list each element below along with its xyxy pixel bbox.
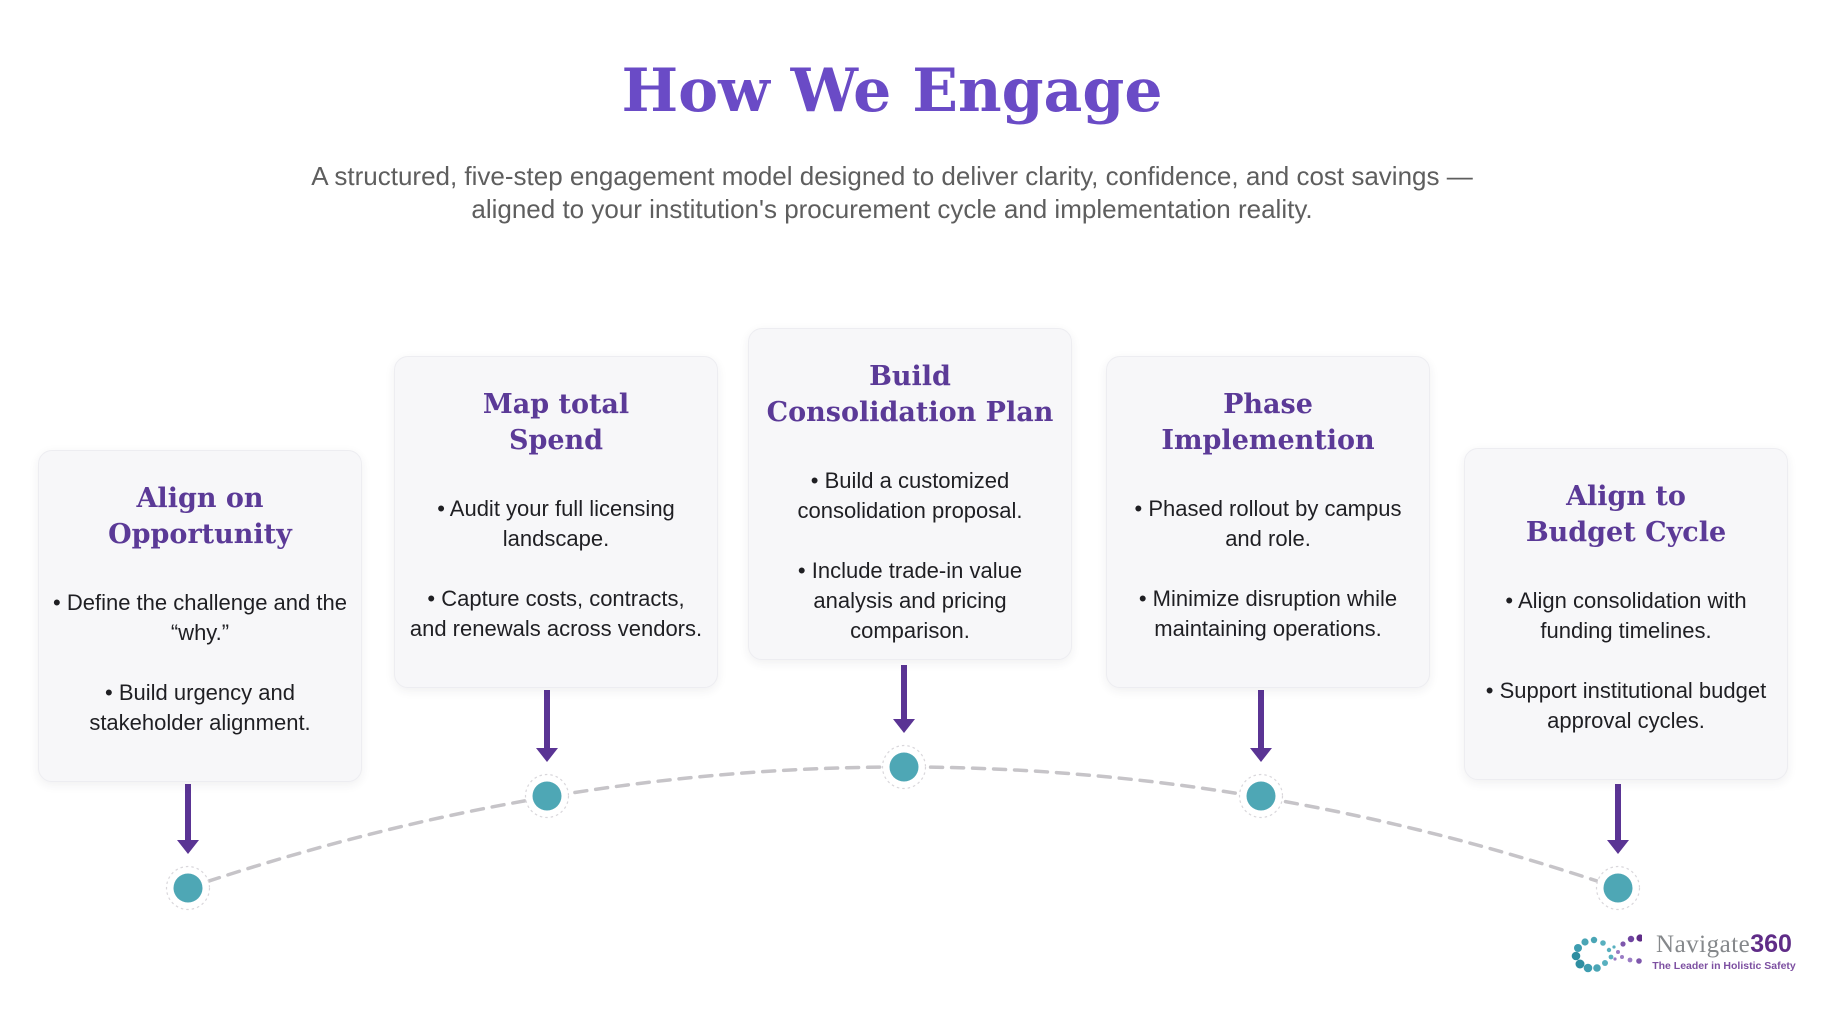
step-card-map-total-spend: Map total Spend • Audit your full licens… [394, 356, 718, 688]
step-bullet: • Align consolidation with funding timel… [1505, 588, 1747, 644]
timeline-node [1595, 865, 1641, 911]
step-bullet: • Minimize disruption while maintaining … [1138, 586, 1398, 641]
step-bullet: • Define the challenge and the “why.” [53, 590, 347, 646]
page-title: How We Engage [621, 56, 1163, 126]
arrow-down-icon [1607, 784, 1629, 854]
timeline-node [165, 865, 211, 911]
step-bullet: • Audit your full licensing landscape. [437, 496, 675, 552]
timeline-node [1238, 773, 1284, 819]
page-subtitle: A structured, five-step engagement model… [311, 161, 1473, 225]
arrow-down-icon [893, 665, 915, 733]
arrow-down-icon [536, 690, 558, 762]
step-card-align-on-opportunity: Align on Opportunity • Define the challe… [38, 450, 362, 782]
timeline-node [524, 773, 570, 819]
step-bullet: • Build a customized consolidation propo… [797, 468, 1023, 524]
navigate360-logo: Navigate360 The Leader in Holistic Safet… [1566, 924, 1798, 988]
arrow-down-icon [1250, 690, 1272, 762]
step-card-phase-implemention: Phase Implemention • Phased rollout by c… [1106, 356, 1430, 688]
step-title: Align to Budget Cycle [1525, 481, 1727, 548]
arrow-down-icon [177, 784, 199, 854]
logo-name: Navigate [1656, 931, 1751, 958]
step-bullet: • Phased rollout by campus and role. [1134, 496, 1402, 552]
timeline-dashed-arc [186, 765, 1620, 890]
timeline-node [881, 744, 927, 790]
step-title: Build Consolidation Plan [766, 361, 1054, 428]
logo-number: 360 [1750, 930, 1792, 958]
step-bullet: • Support institutional budget approval … [1485, 678, 1767, 733]
step-bullet: • Include trade-in value analysis and pr… [797, 558, 1023, 643]
navigate360-infinity-icon [1571, 934, 1642, 973]
navigate360-wordmark: Navigate360 The Leader in Holistic Safet… [1644, 932, 1804, 972]
step-card-build-consolidation-plan: Build Consolidation Plan • Build a custo… [748, 328, 1072, 660]
step-title: Phase Implemention [1161, 389, 1375, 456]
logo-tagline: The Leader in Holistic Safety [1652, 960, 1796, 972]
step-title: Align on Opportunity [108, 483, 292, 550]
step-bullet: • Build urgency and stakeholder alignmen… [89, 680, 311, 735]
step-title: Map total Spend [482, 389, 630, 456]
step-card-align-to-budget-cycle: Align to Budget Cycle • Align consolidat… [1464, 448, 1788, 780]
step-bullet: • Capture costs, contracts, and renewals… [409, 586, 703, 641]
